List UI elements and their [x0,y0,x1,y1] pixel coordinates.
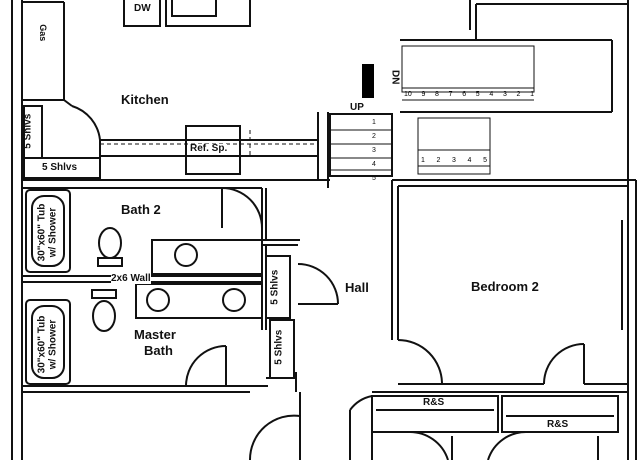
step-number: 7 [448,91,453,98]
room-label-bath2: Bath 2 [121,202,161,217]
stairs-down-label: DN [389,70,401,85]
step-number: 2 [436,157,441,164]
shelves-kitchen-vertical-label: 5 Shlvs [22,113,34,149]
stairs-up [329,113,393,177]
svg-text:1: 1 [372,119,376,126]
ref-space-box [185,125,241,175]
step-number: 1 [530,91,534,98]
rs-left-label: R&S [423,397,445,408]
tub-1-label-line1: 30"x60" Tub [36,203,48,262]
step-number: 2 [516,91,521,98]
stair-wall-block [362,64,374,98]
step-number: 9 [421,91,426,98]
hall-door [297,263,339,305]
kitchen-pantry-door [71,105,101,141]
dishwasher-box [123,0,161,27]
bath2-vanity [151,239,263,275]
bath2-toilet [98,227,122,259]
room-label-kitchen: Kitchen [121,92,169,107]
wall-note-label: 2x6 Wall [111,273,151,284]
step-number: 6 [462,91,467,98]
bedroom2-door [397,339,443,385]
tub-1-label-line2: w/ Shower [47,207,58,258]
dishwasher-label: DW [134,3,151,14]
step-number: 4 [489,91,494,98]
rs-left-box [371,395,499,433]
stairs-down-lower-steps: 1 2 3 4 5 [421,157,487,164]
step-number: 8 [435,91,439,98]
step-number: 3 [502,91,507,98]
tub-2 [25,299,71,385]
master-vanity [135,283,263,319]
stairs-down-upper [401,45,535,93]
sink-box [165,0,251,27]
master-bath-door [185,345,227,387]
room-label-master-bath-2: Bath [144,343,173,358]
rs-right-box [501,395,619,433]
shelves-hall-2-label: 5 Shlvs [273,329,285,365]
step-number: 4 [467,157,472,164]
svg-text:5: 5 [372,175,376,182]
shelves-kitchen-horizontal-label: 5 Shlvs [42,162,78,173]
stairs-up-label: UP [350,102,364,113]
tub-1 [25,189,71,273]
gas-label: Gas [38,24,49,42]
ref-space-label: Ref. Sp. [190,143,228,154]
bedroom2-closet-door [543,343,585,385]
master-toilet [92,300,116,332]
tub-2-label-line2: w/ Shower [47,319,58,370]
bath2-door [221,187,263,229]
tub-1-label: 30"x60" Tub w/ Shower [36,195,59,271]
svg-text:3: 3 [372,147,376,154]
stairs-down-lower [417,117,491,175]
step-number: 5 [483,157,487,164]
room-label-hall: Hall [345,280,369,295]
step-number: 10 [404,91,412,98]
shelves-hall-1-box [265,255,291,319]
room-label-bedroom2: Bedroom 2 [471,279,539,294]
svg-text:4: 4 [372,161,376,168]
step-number: 1 [421,157,425,164]
tub-2-label: 30"x60" Tub w/ Shower [36,307,59,383]
stairs-down-upper-steps: 10 9 8 7 6 5 4 3 2 1 [404,91,534,98]
step-number: 3 [452,157,456,164]
shelves-kitchen-horizontal-box [23,157,101,179]
shelves-hall-1-label: 5 Shlvs [269,269,281,305]
rs-right-label: R&S [547,419,569,430]
step-number: 5 [475,91,480,98]
room-label-master-bath-1: Master [134,327,176,342]
tub-2-label-line1: 30"x60" Tub [36,315,48,374]
svg-text:2: 2 [372,133,376,140]
